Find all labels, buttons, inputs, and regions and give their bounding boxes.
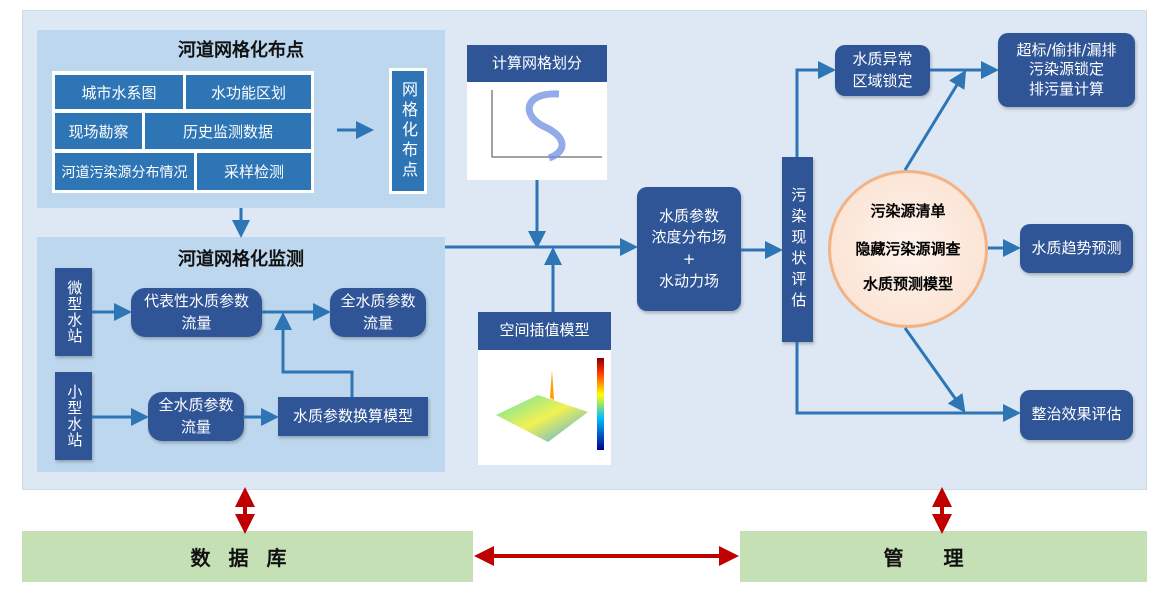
full-params-top: 全水质参数 流量 <box>330 288 426 337</box>
interpolation-model-title: 空间插值模型 <box>478 312 611 350</box>
anomaly-region-lock: 水质异常 区域锁定 <box>835 45 930 96</box>
cell-sampling: 采样检测 <box>197 153 311 190</box>
cell-historical-data: 历史监测数据 <box>145 113 311 149</box>
s-curve-mesh-image <box>491 90 602 162</box>
concentration-field-box: 水质参数 浓度分布场 + 水动力场 <box>637 187 741 311</box>
full-params-bottom: 全水质参数 流量 <box>148 392 244 441</box>
grid-layout-title: 河道网格化布点 <box>178 40 304 61</box>
management-box: 管理 <box>740 531 1147 582</box>
pollution-source-lock: 超标/偷排/漏排 污染源锁定 排污量计算 <box>998 33 1135 107</box>
cell-pollution-source-distribution: 河道污染源分布情况 <box>55 153 194 190</box>
interpolation-image <box>478 350 611 465</box>
effect-evaluation: 整治效果评估 <box>1020 390 1133 440</box>
circle-item-prediction-model: 水质预测模型 <box>862 275 953 293</box>
surface-plot-image <box>496 358 604 450</box>
grid-division-image <box>467 82 607 180</box>
analysis-circle <box>828 170 988 328</box>
flow-arrows <box>92 61 1021 426</box>
database-box: 数据库 <box>22 531 473 582</box>
grid-division-title: 计算网格划分 <box>467 45 607 82</box>
small-station: 小型水站 <box>55 372 92 460</box>
circle-item-hidden-source: 隐藏污染源调查 <box>855 240 961 258</box>
circle-item-source-list: 污染源清单 <box>870 202 946 220</box>
grid-layout-result: 网格化布点 <box>392 71 424 191</box>
micro-station: 微型水站 <box>55 268 92 356</box>
cell-water-function-zoning: 水功能区划 <box>186 75 311 109</box>
cell-site-survey: 现场勘察 <box>55 113 142 149</box>
trend-prediction: 水质趋势预测 <box>1020 224 1133 273</box>
representative-params: 代表性水质参数 流量 <box>131 288 262 337</box>
database-links <box>235 487 952 566</box>
conversion-model: 水质参数换算模型 <box>278 397 428 436</box>
cell-water-system-map: 城市水系图 <box>55 75 183 109</box>
pollution-assessment: 污染现状评估 <box>782 157 813 342</box>
grid-monitoring-title: 河道网格化监测 <box>178 249 304 270</box>
